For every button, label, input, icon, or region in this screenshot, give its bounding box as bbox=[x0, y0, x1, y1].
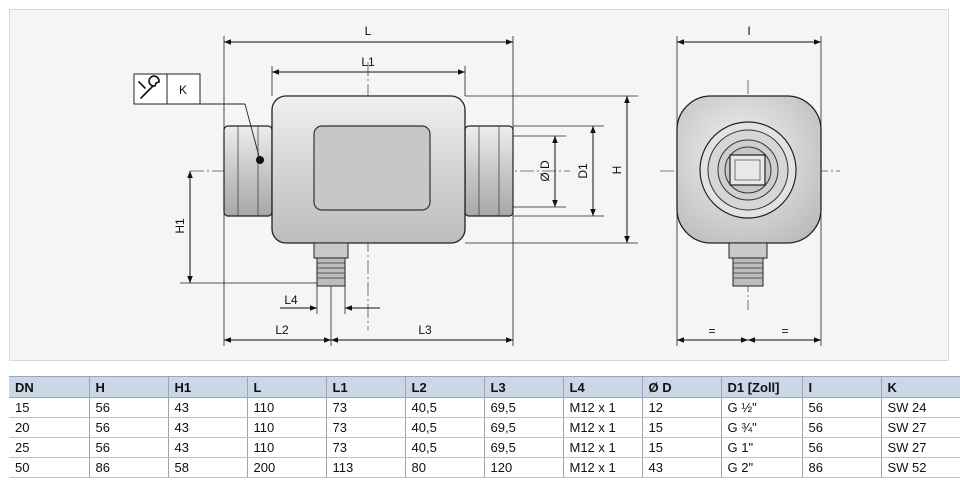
table-cell: 73 bbox=[325, 437, 405, 458]
table-cell: M12 x 1 bbox=[562, 397, 642, 418]
table-cell: 12 bbox=[641, 397, 721, 418]
table-cell: 58 bbox=[167, 457, 247, 478]
dim-label-L4: L4 bbox=[284, 293, 298, 307]
table-cell: 15 bbox=[641, 417, 721, 438]
dim-label-D1: D1 bbox=[576, 163, 590, 179]
table-row: 50 86 58 200 113 80 120 M12 x 1 43 G 2" … bbox=[9, 457, 960, 478]
table-cell: 40,5 bbox=[404, 437, 484, 458]
table-cell: SW 27 bbox=[880, 417, 960, 438]
table-cell: 69,5 bbox=[483, 417, 563, 438]
table-cell: 120 bbox=[483, 457, 563, 478]
table-cell: 56 bbox=[88, 397, 168, 418]
dim-label-D: Ø D bbox=[538, 160, 552, 182]
callout-label-K: K bbox=[179, 83, 187, 97]
table-cell: 15 bbox=[9, 397, 89, 418]
column-header: H1 bbox=[167, 376, 247, 398]
table-cell: G 2" bbox=[720, 457, 802, 478]
dim-label-equal-left: = bbox=[708, 324, 715, 338]
table-cell: 50 bbox=[9, 457, 89, 478]
column-header: L bbox=[246, 376, 326, 398]
dim-label-L2: L2 bbox=[275, 323, 289, 337]
table-cell: 25 bbox=[9, 437, 89, 458]
table-cell: 73 bbox=[325, 397, 405, 418]
table-cell: SW 27 bbox=[880, 437, 960, 458]
table-cell: 110 bbox=[246, 417, 326, 438]
table-cell: 56 bbox=[801, 417, 881, 438]
table-cell: 200 bbox=[246, 457, 326, 478]
table-header-row: DN H H1 L L1 L2 L3 L4 Ø D D1 [Zoll] I K bbox=[9, 376, 960, 398]
table-cell: 56 bbox=[801, 437, 881, 458]
table-cell: 56 bbox=[88, 437, 168, 458]
side-view bbox=[660, 80, 840, 310]
table-cell: 69,5 bbox=[483, 397, 563, 418]
table-cell: 80 bbox=[404, 457, 484, 478]
column-header: L3 bbox=[483, 376, 563, 398]
table-cell: M12 x 1 bbox=[562, 437, 642, 458]
dim-label-I: I bbox=[747, 24, 750, 38]
dim-label-H1: H1 bbox=[173, 218, 187, 234]
table-cell: G 1" bbox=[720, 437, 802, 458]
table-cell: 40,5 bbox=[404, 417, 484, 438]
table-cell: 56 bbox=[88, 417, 168, 438]
wrench-icon bbox=[138, 75, 160, 99]
wrench-callout bbox=[133, 73, 261, 161]
column-header: L1 bbox=[325, 376, 405, 398]
dim-label-L: L bbox=[365, 24, 372, 38]
column-header: D1 [Zoll] bbox=[720, 376, 802, 398]
table-cell: 20 bbox=[9, 417, 89, 438]
column-header: DN bbox=[9, 376, 89, 398]
table-cell: 113 bbox=[325, 457, 405, 478]
table-cell: SW 52 bbox=[880, 457, 960, 478]
table-cell: 43 bbox=[167, 437, 247, 458]
table-cell: G ½" bbox=[720, 397, 802, 418]
column-header: L4 bbox=[562, 376, 642, 398]
table-cell: 73 bbox=[325, 417, 405, 438]
drawing-panel: L L1 H D1 Ø D H1 L4 L2 L3 K I = = bbox=[9, 9, 949, 361]
column-header: I bbox=[801, 376, 881, 398]
table-cell: 40,5 bbox=[404, 397, 484, 418]
table-cell: SW 24 bbox=[880, 397, 960, 418]
table-cell: 43 bbox=[641, 457, 721, 478]
technical-drawing: L L1 H D1 Ø D H1 L4 L2 L3 K I = = bbox=[133, 24, 840, 346]
table-cell: M12 x 1 bbox=[562, 457, 642, 478]
column-header: H bbox=[88, 376, 168, 398]
table-cell: 43 bbox=[167, 417, 247, 438]
table-cell: 110 bbox=[246, 437, 326, 458]
table-cell: 86 bbox=[801, 457, 881, 478]
dim-label-H: H bbox=[610, 166, 624, 175]
table-cell: G ¾" bbox=[720, 417, 802, 438]
table-cell: M12 x 1 bbox=[562, 417, 642, 438]
column-header: L2 bbox=[404, 376, 484, 398]
dim-label-L3: L3 bbox=[418, 323, 432, 337]
table-row: 20 56 43 110 73 40,5 69,5 M12 x 1 15 G ¾… bbox=[9, 417, 960, 438]
table-row: 15 56 43 110 73 40,5 69,5 M12 x 1 12 G ½… bbox=[9, 397, 960, 418]
table-cell: 69,5 bbox=[483, 437, 563, 458]
front-view bbox=[190, 62, 570, 330]
table-cell: 86 bbox=[88, 457, 168, 478]
table-row: 25 56 43 110 73 40,5 69,5 M12 x 1 15 G 1… bbox=[9, 437, 960, 458]
table-cell: 43 bbox=[167, 397, 247, 418]
dimensions-table: DN H H1 L L1 L2 L3 L4 Ø D D1 [Zoll] I K … bbox=[9, 376, 960, 478]
dim-label-equal-right: = bbox=[781, 324, 788, 338]
column-header: K bbox=[880, 376, 960, 398]
table-cell: 56 bbox=[801, 397, 881, 418]
dim-label-L1: L1 bbox=[361, 55, 375, 69]
table-cell: 15 bbox=[641, 437, 721, 458]
column-header: Ø D bbox=[641, 376, 721, 398]
table-cell: 110 bbox=[246, 397, 326, 418]
